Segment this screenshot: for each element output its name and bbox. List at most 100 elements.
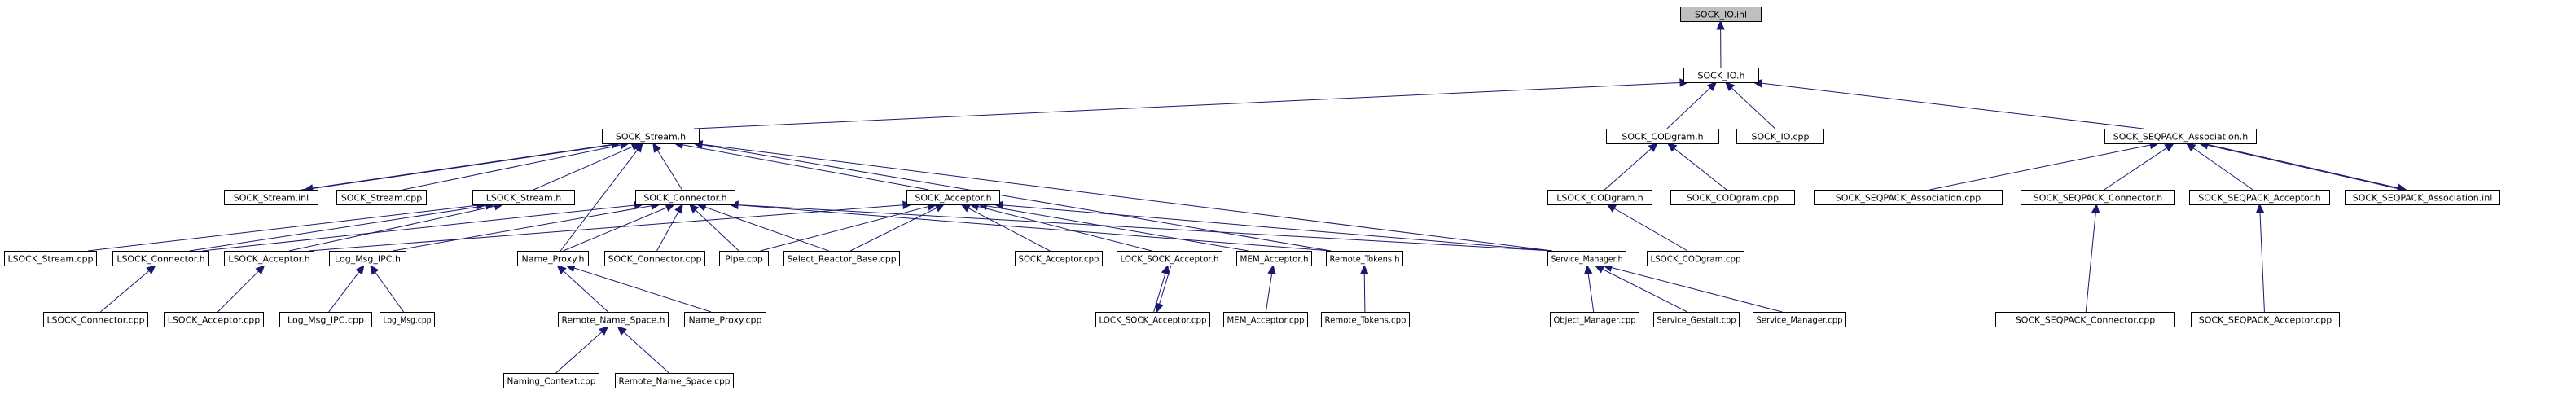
graph-node-sock-stream-cpp[interactable]: SOCK_Stream.cpp xyxy=(336,190,427,205)
graph-node-lsock-codgram-h[interactable]: LSOCK_CODgram.h xyxy=(1547,190,1652,205)
graph-node-sock-stream-inl[interactable]: SOCK_Stream.inl xyxy=(224,190,318,205)
graph-node-service-manager-h[interactable]: Service_Manager.h xyxy=(1547,251,1626,266)
graph-node-mem-acceptor-h[interactable]: MEM_Acceptor.h xyxy=(1236,251,1312,266)
graph-node-sock-seqpack-association-cpp[interactable]: SOCK_SEQPACK_Association.cpp xyxy=(1814,190,2003,205)
node-box xyxy=(329,251,406,266)
graph-node-select-reactor-base-cpp[interactable]: Select_Reactor_Base.cpp xyxy=(783,251,900,266)
edge-line xyxy=(701,143,1553,252)
node-box xyxy=(783,251,900,266)
graph-node-lsock-connector-h[interactable]: LSOCK_Connector.h xyxy=(112,251,209,266)
edge-n15-to-n5 xyxy=(2185,143,2253,191)
edge-line xyxy=(737,204,1553,252)
arrowhead-icon xyxy=(652,142,661,153)
graph-node-sock-seqpack-connector-h[interactable]: SOCK_SEQPACK_Connector.h xyxy=(2021,190,2175,205)
edge-n29-to-n10 xyxy=(993,200,1553,252)
node-label: LSOCK_Acceptor.cpp xyxy=(168,315,260,326)
graph-node-mem-acceptor-cpp[interactable]: MEM_Acceptor.cpp xyxy=(1223,312,1308,327)
node-box xyxy=(1550,312,1639,327)
graph-node-remote-tokens-h[interactable]: Remote_Tokens.h xyxy=(1326,251,1403,266)
node-label: Log_Msg_IPC.cpp xyxy=(287,315,364,326)
edge-line xyxy=(623,331,669,374)
graph-node-pipe-cpp[interactable]: Pipe.cpp xyxy=(719,251,769,266)
edge-line xyxy=(2192,147,2253,191)
graph-node-sock-codgram-h[interactable]: SOCK_CODgram.h xyxy=(1606,129,1719,144)
graph-node-sock-connector-h[interactable]: SOCK_Connector.h xyxy=(635,190,735,205)
edge-line xyxy=(977,205,1152,252)
edge-n11-to-n3 xyxy=(1604,143,1658,191)
graph-node-sock-io-inl[interactable]: SOCK_IO.inl xyxy=(1680,7,1762,22)
edge-n35-to-n21 xyxy=(556,265,608,313)
node-label: SOCK_SEQPACK_Connector.cpp xyxy=(2016,315,2156,326)
graph-node-service-gestalt-cpp[interactable]: Service_Gestalt.cpp xyxy=(1653,312,1740,327)
edge-line xyxy=(1153,273,1166,313)
graph-node-sock-seqpack-connector-cpp[interactable]: SOCK_SEQPACK_Connector.cpp xyxy=(1995,312,2175,327)
edge-line xyxy=(301,143,612,191)
node-label: Service_Gestalt.cpp xyxy=(1657,315,1736,326)
graph-node-sock-seqpack-association-h[interactable]: SOCK_SEQPACK_Association.h xyxy=(2104,129,2257,144)
node-box xyxy=(604,251,705,266)
graph-node-log-msg-ipc-cpp[interactable]: Log_Msg_IPC.cpp xyxy=(279,312,372,327)
node-box xyxy=(1223,312,1308,327)
graph-node-lsock-stream-cpp[interactable]: LSOCK_Stream.cpp xyxy=(4,251,97,266)
arrowhead-icon xyxy=(960,204,972,213)
graph-node-name-proxy-cpp[interactable]: Name_Proxy.cpp xyxy=(684,312,766,327)
edge-line xyxy=(849,207,937,252)
graph-node-sock-io-cpp[interactable]: SOCK_IO.cpp xyxy=(1736,129,1824,144)
graph-node-lsock-stream-h[interactable]: LSOCK_Stream.h xyxy=(472,190,575,205)
graph-node-sock-stream-h[interactable]: SOCK_Stream.h xyxy=(602,129,700,144)
node-label: LSOCK_CODgram.cpp xyxy=(1651,254,1741,265)
arrowhead-icon xyxy=(1648,143,1658,152)
edge-line xyxy=(100,270,150,313)
graph-node-log-msg-ipc-h[interactable]: Log_Msg_IPC.h xyxy=(329,251,406,266)
graph-node-log-msg-cpp[interactable]: Log_Msg.cpp xyxy=(380,312,435,327)
node-label: Service_Manager.cpp xyxy=(1757,315,1843,326)
node-box xyxy=(602,129,700,144)
graph-node-name-proxy-h[interactable]: Name_Proxy.h xyxy=(517,251,589,266)
graph-node-lsock-codgram-cpp[interactable]: LSOCK_CODgram.cpp xyxy=(1647,251,1744,266)
edge-n42-to-n29 xyxy=(1602,263,1783,313)
graph-node-lock-sock-acceptor-cpp[interactable]: LOCK_SOCK_Acceptor.cpp xyxy=(1095,312,1210,327)
graph-node-sock-connector-cpp[interactable]: SOCK_Connector.cpp xyxy=(604,251,705,266)
graph-node-sock-seqpack-association-inl[interactable]: SOCK_SEQPACK_Association.inl xyxy=(2345,190,2500,205)
graph-node-lsock-acceptor-h[interactable]: LSOCK_Acceptor.h xyxy=(224,251,314,266)
node-box xyxy=(224,251,314,266)
graph-node-object-manager-cpp[interactable]: Object_Manager.cpp xyxy=(1550,312,1639,327)
graph-node-remote-name-space-cpp[interactable]: Remote_Name_Space.cpp xyxy=(615,373,734,388)
edge-line xyxy=(1674,147,1727,191)
node-label: Name_Proxy.cpp xyxy=(688,315,761,326)
graph-node-remote-name-space-h[interactable]: Remote_Name_Space.h xyxy=(558,312,669,327)
edge-n6-to-n2 xyxy=(301,140,621,191)
edge-line xyxy=(402,144,621,191)
graph-node-sock-acceptor-h[interactable]: SOCK_Acceptor.h xyxy=(906,190,1000,205)
node-label: LOCK_SOCK_Acceptor.h xyxy=(1121,254,1219,265)
arrowhead-icon xyxy=(2091,203,2100,213)
graph-node-lock-sock-acceptor-h[interactable]: LOCK_SOCK_Acceptor.h xyxy=(1117,251,1222,266)
graph-node-sock-acceptor-cpp[interactable]: SOCK_Acceptor.cpp xyxy=(1015,251,1103,266)
arrowhead-icon xyxy=(556,265,567,274)
edge-n44-to-n15 xyxy=(2255,203,2265,313)
node-box xyxy=(1326,251,1403,266)
node-label: SOCK_SEQPACK_Association.cpp xyxy=(1836,193,1981,204)
graph-node-sock-seqpack-acceptor-cpp[interactable]: SOCK_SEQPACK_Acceptor.cpp xyxy=(2191,312,2340,327)
node-box xyxy=(336,190,427,205)
graph-node-lsock-acceptor-cpp[interactable]: LSOCK_Acceptor.cpp xyxy=(164,312,264,327)
node-box xyxy=(517,251,589,266)
edge-n13-to-n5 xyxy=(1929,140,2160,191)
graph-node-remote-tokens-cpp[interactable]: Remote_Tokens.cpp xyxy=(1321,312,1410,327)
graph-node-lsock-connector-cpp[interactable]: LSOCK_Connector.cpp xyxy=(43,312,148,327)
graph-node-sock-seqpack-acceptor-h[interactable]: SOCK_SEQPACK_Acceptor.h xyxy=(2189,190,2330,205)
node-box xyxy=(558,312,669,327)
graph-node-naming-context-cpp[interactable]: Naming_Context.cpp xyxy=(503,373,599,388)
node-box xyxy=(112,251,209,266)
node-label: SOCK_SEQPACK_Association.h xyxy=(2113,132,2248,143)
edge-n1-to-n0 xyxy=(1716,20,1725,68)
edge-line xyxy=(1929,144,2151,191)
node-label: LSOCK_Connector.cpp xyxy=(47,315,145,326)
graph-node-sock-codgram-cpp[interactable]: SOCK_CODgram.cpp xyxy=(1670,190,1795,205)
graph-node-service-manager-cpp[interactable]: Service_Manager.cpp xyxy=(1753,312,1846,327)
graph-node-sock-io-h[interactable]: SOCK_IO.h xyxy=(1683,68,1759,83)
arrowhead-icon xyxy=(146,265,156,274)
edge-line xyxy=(760,206,928,252)
node-label: SOCK_Acceptor.h xyxy=(915,193,991,204)
node-box xyxy=(635,190,735,205)
